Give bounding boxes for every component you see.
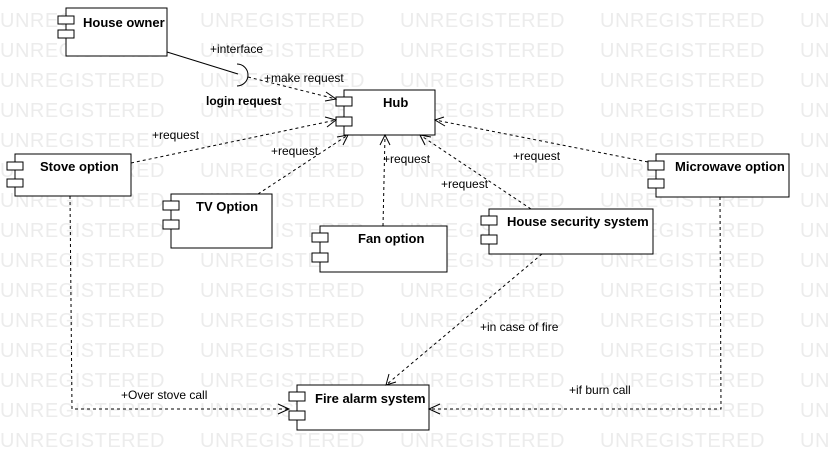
watermark-text: UNREGISTERED <box>200 70 365 92</box>
component-fire-alarm-system[interactable]: Fire alarm system <box>288 384 430 431</box>
watermark-text: UNREGISTERED <box>0 280 165 302</box>
edge-microwave-to-fire-alarm <box>427 196 722 415</box>
component-microwave-option[interactable]: Microwave option <box>647 153 790 198</box>
watermark-text: UNREGISTERED <box>800 430 828 452</box>
label-stove-request: +request <box>152 128 200 142</box>
watermark-text: UNREGISTERED <box>200 340 365 362</box>
watermark-text: UNREGISTERED <box>600 370 765 392</box>
edge-security-to-fire-alarm <box>385 253 543 386</box>
edge-microwave-to-hub <box>433 116 649 163</box>
watermark-text: UNREGISTERED <box>600 10 765 32</box>
edge-house-owner-interface <box>166 51 249 87</box>
fire-alarm-title: Fire alarm system <box>315 391 426 406</box>
watermark-text: UNREGISTERED <box>200 160 365 182</box>
watermark-text: UNREGISTERED <box>800 280 828 302</box>
watermark-text: UNREGISTERED <box>400 370 565 392</box>
watermark-text: UNREGISTERED <box>600 280 765 302</box>
watermark-text: UNREGISTERED <box>800 190 828 212</box>
component-stove-option[interactable]: Stove option <box>6 153 132 197</box>
watermark-text: UNREGISTERED <box>800 220 828 242</box>
watermark-text: UNREGISTERED <box>0 430 165 452</box>
tv-option-title: TV Option <box>196 199 258 214</box>
watermark-text: UNREGISTERED <box>200 10 365 32</box>
watermark-text: UNREGISTERED <box>400 130 565 152</box>
label-security-request: +request <box>441 177 489 191</box>
component-house-security-system[interactable]: House security system <box>480 208 654 255</box>
watermark-text: UNREGISTERED <box>600 250 765 272</box>
watermark-text: UNREGISTERED <box>0 100 165 122</box>
watermark-text: UNREGISTERED <box>800 340 828 362</box>
watermark-text: UNREGISTERED <box>200 430 365 452</box>
edge-stove-to-fire-alarm <box>69 195 291 415</box>
microwave-option-title: Microwave option <box>675 159 785 174</box>
watermark-text: UNREGISTERED <box>800 40 828 62</box>
edge-fan-to-hub <box>379 133 391 227</box>
watermark-text: UNREGISTERED <box>600 100 765 122</box>
component-tv-option[interactable]: TV Option <box>162 193 273 249</box>
watermark-text: UNREGISTERED <box>400 10 565 32</box>
label-interface: +interface <box>210 42 263 56</box>
watermark-text: UNREGISTERED <box>800 160 828 182</box>
label-tv-request: +request <box>271 144 319 158</box>
watermark-text: UNREGISTERED <box>400 160 565 182</box>
watermark-text: UNREGISTERED <box>0 70 165 92</box>
watermark-text: UNREGISTERED <box>200 280 365 302</box>
watermark-text: UNREGISTERED <box>200 100 365 122</box>
edge-tv-to-hub <box>257 134 349 195</box>
component-fan-option[interactable]: Fan option <box>311 225 448 273</box>
watermark-text: UNREGISTERED <box>800 400 828 422</box>
watermark-text: UNREGISTERED <box>0 220 165 242</box>
stove-option-title: Stove option <box>40 159 119 174</box>
watermark-text: UNREGISTERED <box>600 310 765 332</box>
watermark-text: UNREGISTERED <box>400 280 565 302</box>
watermark-text: UNREGISTERED <box>800 250 828 272</box>
watermark-text: UNREGISTERED <box>200 40 365 62</box>
watermark-text: UNREGISTERED <box>0 370 165 392</box>
component-hub[interactable]: Hub <box>335 89 436 136</box>
watermark-text: UNREGISTERED <box>600 400 765 422</box>
watermark-text: UNREGISTERED <box>0 400 165 422</box>
watermark-text: UNREGISTERED <box>0 250 165 272</box>
watermark-text: UNREGISTERED <box>0 310 165 332</box>
watermark-text: UNREGISTERED <box>600 40 765 62</box>
watermark-text: UNREGISTERED <box>400 70 565 92</box>
house-owner-title: House owner <box>83 15 165 30</box>
label-make-request: +make request <box>264 71 344 85</box>
edge-stove-to-hub <box>130 116 338 164</box>
watermark-text: UNREGISTERED <box>400 40 565 62</box>
watermark-text: UNREGISTERED <box>0 130 165 152</box>
watermark-text: UNREGISTERED <box>400 400 565 422</box>
edge-security-to-hub <box>419 134 532 210</box>
watermark-text: UNREGISTERED <box>200 310 365 332</box>
watermark-text: UNREGISTERED <box>800 130 828 152</box>
edge-make-request <box>247 76 338 102</box>
watermark-text: UNREGISTERED <box>600 430 765 452</box>
label-microwave-request: +request <box>513 149 561 163</box>
watermark-text: UNREGISTERED <box>800 10 828 32</box>
watermark-text: UNREGISTERED <box>400 310 565 332</box>
house-security-title: House security system <box>507 214 649 229</box>
component-house-owner[interactable]: House owner <box>57 7 168 57</box>
watermark-text: UNREGISTERED <box>600 130 765 152</box>
watermark-text: UNREGISTERED <box>400 340 565 362</box>
watermark-text: UNREGISTERED <box>800 310 828 332</box>
watermark-text: UNREGISTERED <box>400 430 565 452</box>
label-login-request: login request <box>206 94 281 108</box>
label-over-stove-call: +Over stove call <box>121 388 207 402</box>
hub-title: Hub <box>383 95 408 110</box>
watermark-text: UNREGISTERED <box>200 130 365 152</box>
label-if-burn-call: +if burn call <box>569 383 631 397</box>
watermark-text: UNREGISTERED <box>0 340 165 362</box>
watermark-text: UNREGISTERED <box>800 370 828 392</box>
watermark-text: UNREGISTERED <box>400 190 565 212</box>
watermark-text: UNREGISTERED <box>400 100 565 122</box>
watermark-text: UNREGISTERED <box>600 340 765 362</box>
watermark-text: UNREGISTERED <box>800 100 828 122</box>
watermark-text: UNREGISTERED <box>800 70 828 92</box>
fan-option-title: Fan option <box>358 231 424 246</box>
label-in-case-of-fire: +in case of fire <box>480 320 559 334</box>
watermark-text: UNREGISTERED <box>600 70 765 92</box>
label-fan-request: +request <box>383 152 431 166</box>
